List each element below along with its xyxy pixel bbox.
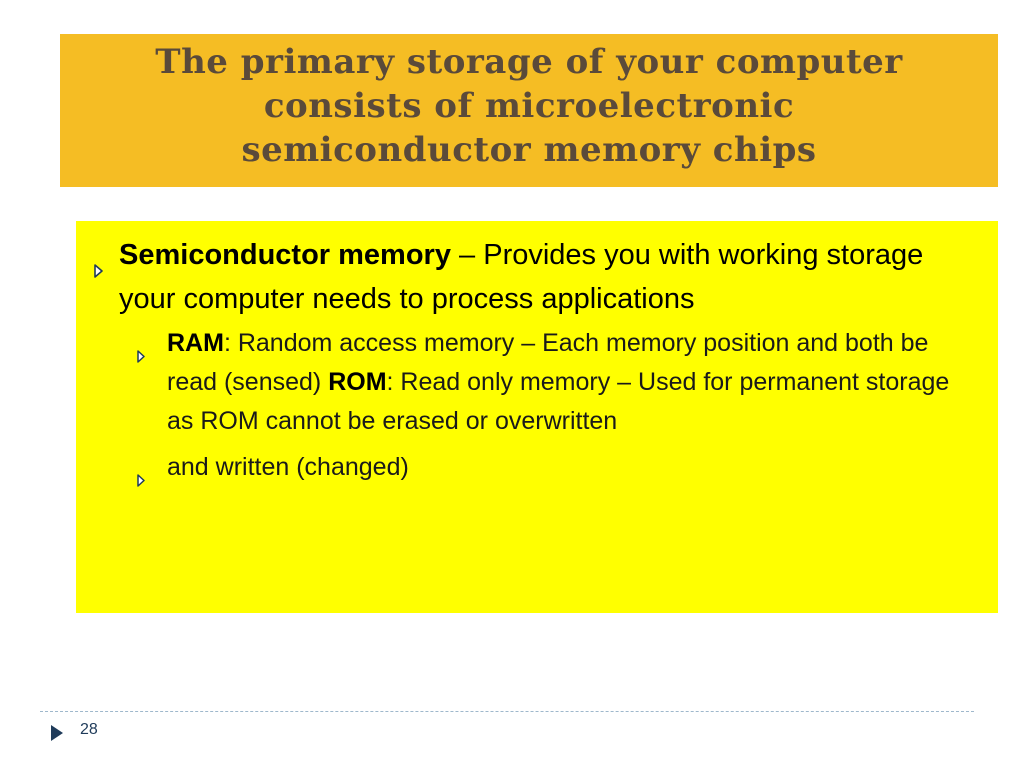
sub-bullet-written: and written (changed)	[137, 448, 982, 487]
slide-content-box: Semiconductor memory – Provides you with…	[76, 221, 998, 613]
sub-bullet-ram-rom: RAM: Random access memory – Each memory …	[137, 324, 982, 441]
ram-text: : Random access memory – Each memory pos…	[167, 329, 929, 396]
rom-term: ROM	[328, 368, 387, 396]
slide-title-line-3: semiconductor memory chips	[241, 130, 817, 170]
triangle-bullet-icon	[137, 460, 145, 499]
triangle-bullet-icon	[137, 336, 145, 375]
bullet-term: Semiconductor memory	[119, 239, 451, 271]
rom-text: : Read only memory – Used for permanent …	[167, 368, 950, 435]
triangle-bullet-icon	[94, 247, 103, 291]
bullet-semiconductor-memory: Semiconductor memory – Provides you with…	[94, 233, 982, 321]
triangle-nav-icon	[50, 724, 64, 747]
slide-title-line-2: consists of microelectronic	[263, 86, 795, 126]
slide-title-box: The primary storage of your computer con…	[60, 34, 998, 187]
page-number: 28	[80, 721, 98, 738]
ram-term: RAM	[167, 329, 224, 357]
sub-bullet-text: and written (changed)	[167, 453, 409, 481]
bullet-text: – Provides you with working storage your…	[119, 239, 924, 315]
slide-title-line-1: The primary storage of your computer	[155, 42, 903, 82]
footer-divider	[40, 711, 974, 712]
